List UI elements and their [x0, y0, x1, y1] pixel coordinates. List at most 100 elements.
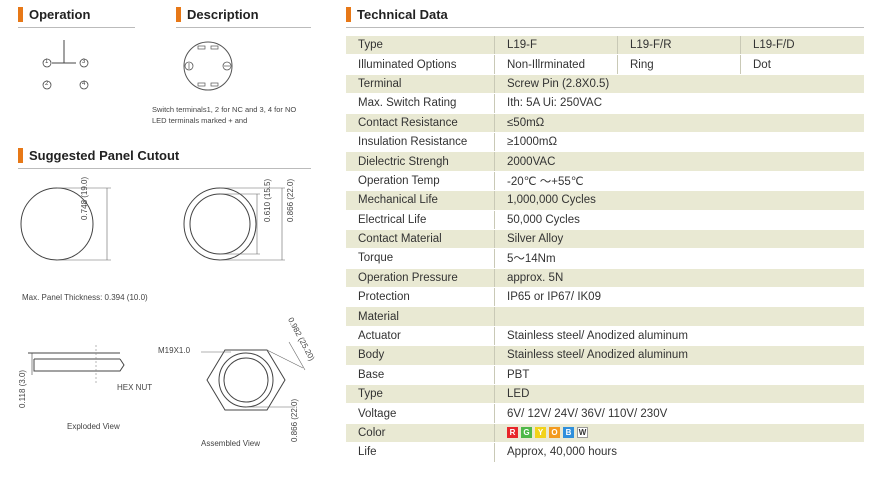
- section-marker: [18, 148, 23, 163]
- color-chip-orange: O: [549, 427, 560, 439]
- table-cell: ≥1000mΩ: [494, 132, 864, 153]
- row-label: Electrical Life: [346, 210, 495, 230]
- technical-header: Technical Data: [346, 7, 448, 22]
- divider: [18, 27, 135, 28]
- section-title: Operation: [29, 7, 91, 22]
- table-cell: ≤50mΩ: [494, 113, 864, 133]
- terminal-label: 4: [82, 81, 86, 87]
- table-row: Operation Temp-20℃ ～+55℃: [346, 171, 864, 192]
- color-chip-white: W: [577, 427, 588, 439]
- description-header: Description: [176, 7, 259, 22]
- height-dimension: 0.866 (22.0): [290, 398, 299, 442]
- table-cell: Non-Illrminated: [494, 54, 618, 75]
- operation-header: Operation: [18, 7, 90, 22]
- table-cell: 1,000,000 Cycles: [494, 190, 864, 211]
- table-cell: 5～14Nm: [494, 248, 864, 269]
- dimension-label: 0.866 (22.0): [286, 178, 295, 222]
- table-cell: LED: [494, 384, 864, 405]
- divider: [18, 168, 311, 169]
- panel-cutout-diagram: [20, 187, 285, 261]
- row-label: Protection: [346, 287, 495, 308]
- operation-diagram: [42, 40, 89, 90]
- section-marker: [176, 7, 181, 22]
- table-cell: 2000VAC: [494, 151, 864, 172]
- section-title: Suggested Panel Cutout: [29, 148, 180, 163]
- row-label: Color: [346, 423, 495, 444]
- table-cell: Approx, 40,000 hours: [494, 442, 864, 463]
- row-label: Body: [346, 345, 495, 366]
- row-label: Terminal: [346, 74, 495, 95]
- table-cell: [494, 306, 864, 327]
- cutout-header: Suggested Panel Cutout: [18, 148, 179, 163]
- table-cell: Ring: [617, 54, 741, 75]
- terminal-2: [42, 80, 52, 90]
- color-chip-green: G: [521, 427, 532, 439]
- row-label: Contact Material: [346, 229, 495, 250]
- row-label: Operation Pressure: [346, 268, 495, 289]
- section-title: Technical Data: [357, 7, 448, 22]
- dimension-label: 0.610 (15.5): [263, 178, 272, 222]
- table-row: Illuminated Options Non-Illrminated Ring…: [346, 54, 864, 75]
- row-label: Life: [346, 442, 495, 463]
- table-cell: 50,000 Cycles: [494, 210, 864, 230]
- terminal-layout-diagram: [183, 41, 233, 91]
- color-chip-red: R: [507, 427, 518, 439]
- table-cell: IP65 or IP67/ IK09: [494, 287, 864, 308]
- row-label: Type: [346, 384, 495, 405]
- assembled-view-diagram: [201, 341, 306, 411]
- table-cell: PBT: [494, 365, 864, 386]
- row-label: Dielectric Strengh: [346, 151, 495, 172]
- row-label: Insulation Resistance: [346, 132, 495, 153]
- row-label: Mechanical Life: [346, 190, 495, 211]
- table-row: Type L19-F L19-F/R L19-F/D: [346, 36, 864, 56]
- inner-circle: [189, 193, 251, 255]
- dimension-label: 0.748 (19.0): [80, 176, 89, 220]
- table-cell: Silver Alloy: [494, 229, 864, 250]
- divider: [176, 27, 311, 28]
- description-text: LED terminals marked + and: [152, 116, 248, 125]
- row-label: Type: [346, 36, 495, 56]
- terminal-4: [79, 80, 89, 90]
- terminal-label: 3: [82, 59, 86, 65]
- section-marker: [346, 7, 351, 22]
- table-cell: -20℃ ～+55℃: [494, 171, 864, 192]
- panel-thickness: Max. Panel Thickness: 0.394 (10.0): [22, 293, 148, 302]
- terminal-label: 2: [45, 81, 49, 87]
- terminal-3: [79, 58, 89, 68]
- row-label: Illuminated Options: [346, 54, 495, 75]
- table-cell: L19-F/R: [617, 36, 741, 56]
- table-cell: 6V/ 12V/ 24V/ 36V/ 110V/ 230V: [494, 403, 864, 424]
- row-label: Max. Switch Rating: [346, 93, 495, 114]
- terminal-1: [42, 58, 52, 68]
- row-label: Voltage: [346, 403, 495, 424]
- table-cell: Dot: [740, 54, 864, 75]
- exploded-view-label: Exploded View: [67, 422, 120, 431]
- hex-nut-label: HEX NUT: [117, 383, 153, 392]
- row-label: Base: [346, 365, 495, 386]
- table-row: Material: [346, 306, 864, 327]
- table-cell: Ith: 5A Ui: 250VAC: [494, 93, 864, 114]
- terminal-label: 1: [45, 59, 49, 65]
- assembled-view-label: Assembled View: [201, 439, 260, 448]
- table-cell: Screw Pin (2.8X0.5): [494, 74, 864, 95]
- row-label: Operation Temp: [346, 171, 495, 192]
- color-chip-blue: B: [563, 427, 574, 439]
- exploded-view-diagram: [28, 345, 125, 385]
- table-row: Contact Resistance≤50mΩ: [346, 113, 864, 133]
- section-title: Description: [187, 7, 259, 22]
- row-label: Material: [346, 306, 495, 327]
- row-label: Torque: [346, 248, 495, 269]
